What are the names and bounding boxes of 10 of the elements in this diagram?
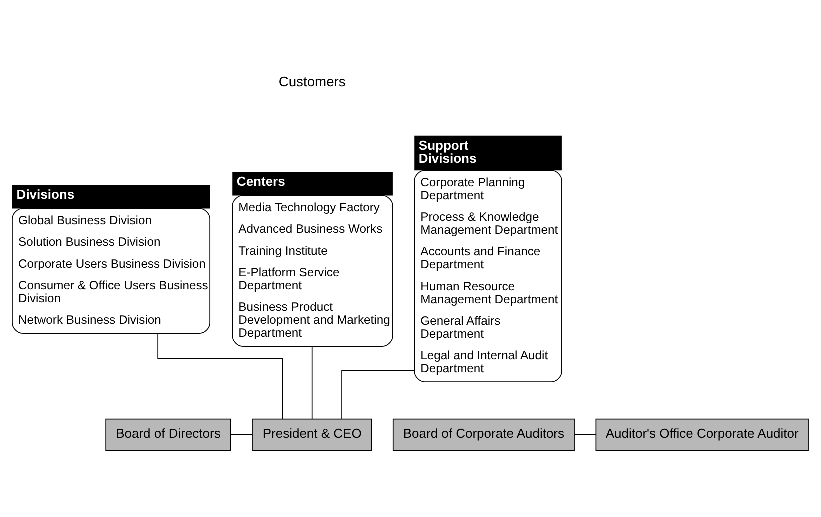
node-box: Board of Corporate Auditors [392, 418, 575, 450]
node-box: Auditor's Office Corporate Auditor [596, 418, 809, 450]
node-box: President & CEO [252, 418, 372, 450]
connector [342, 370, 415, 420]
label: Customers [278, 72, 346, 89]
node-box: Board of Directors [106, 418, 232, 450]
connector [230, 434, 254, 435]
connector [158, 332, 284, 420]
connector [312, 345, 313, 420]
connector [574, 434, 596, 435]
